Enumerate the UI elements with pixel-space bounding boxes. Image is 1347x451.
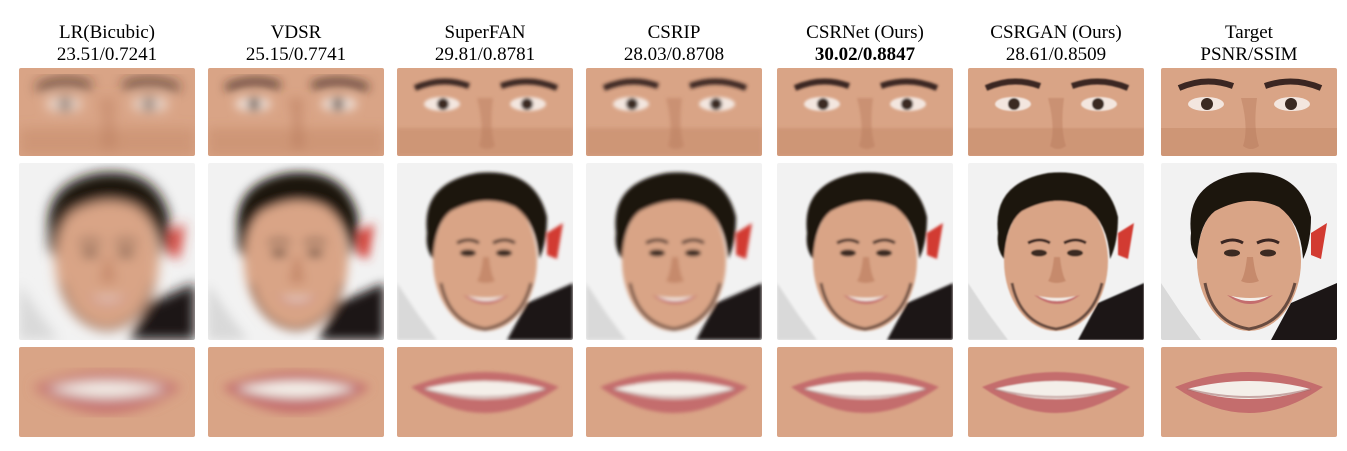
method-column: CSRGAN (Ours)28.61/0.8509 bbox=[968, 0, 1144, 451]
eyes-crop-image bbox=[1161, 68, 1337, 156]
eyes-crop-image bbox=[208, 68, 384, 156]
eyes-crop-image bbox=[19, 68, 195, 156]
face-image bbox=[777, 163, 953, 340]
face-image bbox=[1161, 163, 1337, 340]
method-title: CSRIP bbox=[647, 22, 701, 43]
face-image bbox=[397, 163, 573, 340]
method-title: CSRNet (Ours) bbox=[806, 22, 924, 43]
method-title: VDSR bbox=[270, 22, 322, 43]
method-title: Target bbox=[1225, 22, 1273, 43]
method-column: LR(Bicubic)23.51/0.7241 bbox=[19, 0, 195, 451]
mouth-crop-image bbox=[208, 347, 384, 437]
psnr-ssim-value: 28.61/0.8509 bbox=[1005, 44, 1107, 65]
psnr-ssim-value: 25.15/0.7741 bbox=[245, 44, 347, 65]
eyes-crop-image bbox=[397, 68, 573, 156]
method-title: LR(Bicubic) bbox=[58, 22, 156, 43]
psnr-ssim-value: 30.02/0.8847 bbox=[814, 44, 916, 65]
eyes-crop-image bbox=[777, 68, 953, 156]
column-header: CSRNet (Ours)30.02/0.8847 bbox=[757, 22, 973, 66]
method-title: CSRGAN (Ours) bbox=[990, 22, 1122, 43]
mouth-crop-image bbox=[968, 347, 1144, 437]
psnr-ssim-value: PSNR/SSIM bbox=[1200, 44, 1298, 65]
face-image bbox=[19, 163, 195, 340]
mouth-crop-image bbox=[19, 347, 195, 437]
mouth-crop-image bbox=[586, 347, 762, 437]
face-image bbox=[968, 163, 1144, 340]
mouth-crop-image bbox=[777, 347, 953, 437]
method-column: CSRNet (Ours)30.02/0.8847 bbox=[777, 0, 953, 451]
mouth-crop-image bbox=[1161, 347, 1337, 437]
psnr-ssim-value: 23.51/0.7241 bbox=[56, 44, 158, 65]
face-image bbox=[208, 163, 384, 340]
eyes-crop-image bbox=[586, 68, 762, 156]
face-image bbox=[586, 163, 762, 340]
eyes-crop-image bbox=[968, 68, 1144, 156]
method-title: SuperFAN bbox=[444, 22, 526, 43]
column-header: CSRGAN (Ours)28.61/0.8509 bbox=[948, 22, 1164, 66]
mouth-crop-image bbox=[397, 347, 573, 437]
psnr-ssim-value: 29.81/0.8781 bbox=[434, 44, 536, 65]
column-header: LR(Bicubic)23.51/0.7241 bbox=[0, 22, 215, 66]
psnr-ssim-value: 28.03/0.8708 bbox=[623, 44, 725, 65]
